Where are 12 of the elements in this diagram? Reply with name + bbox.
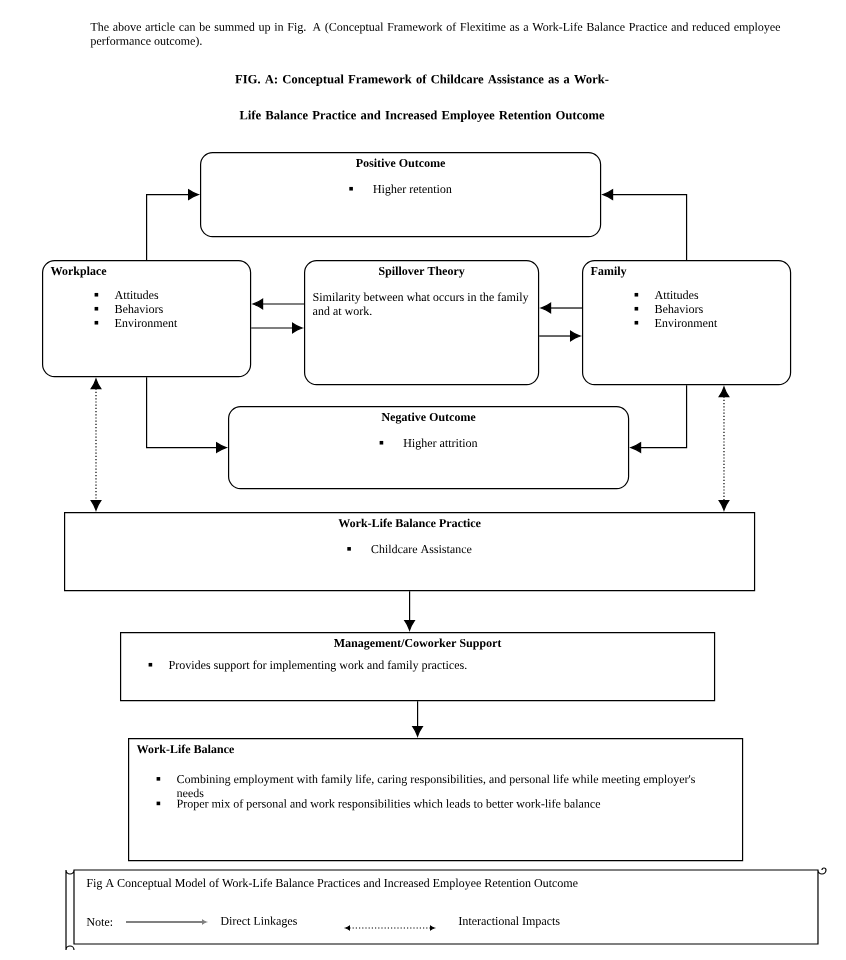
arrow	[602, 189, 688, 261]
arrow	[540, 302, 583, 314]
arrow	[250, 322, 303, 334]
arrow	[90, 378, 102, 511]
arrow	[252, 298, 305, 310]
arrow	[146, 189, 199, 261]
arrow	[538, 330, 581, 342]
arrow	[412, 700, 423, 737]
arrow	[146, 376, 227, 453]
arrow	[630, 384, 688, 453]
arrow	[718, 386, 730, 511]
arrow	[404, 590, 415, 631]
